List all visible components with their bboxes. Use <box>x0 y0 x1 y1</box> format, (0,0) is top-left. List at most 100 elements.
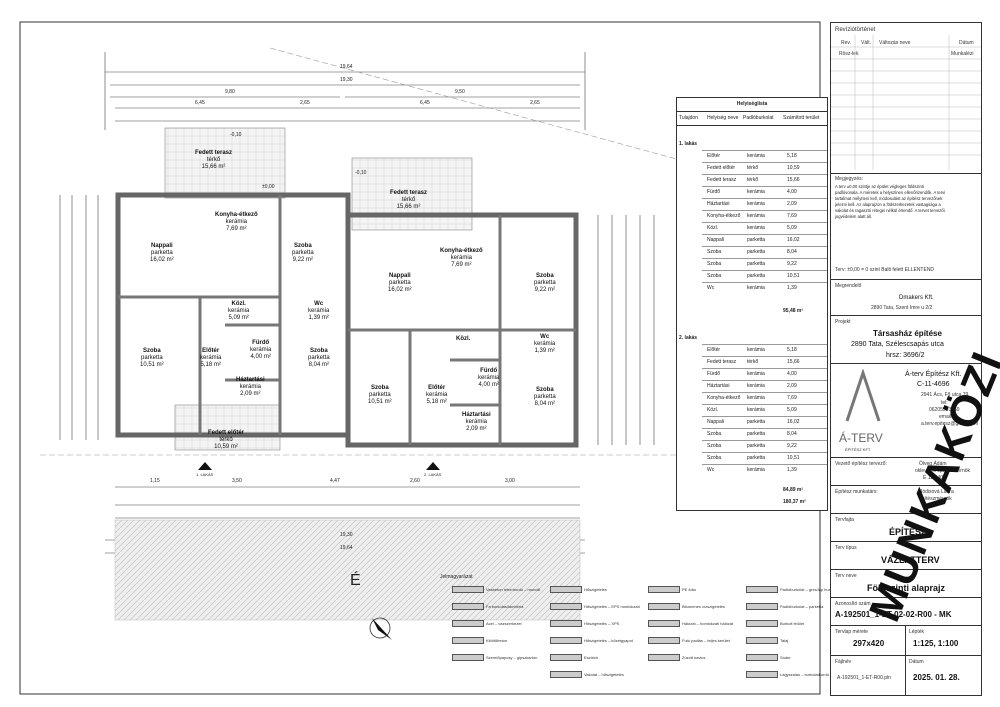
revision-grid <box>831 35 981 170</box>
table-cell: Szoba <box>707 443 722 449</box>
table-cell: Szoba <box>707 455 722 461</box>
notes-text: A terv ±0,00 szintje az épület végleges … <box>835 184 946 219</box>
dim-unit2: 9,50 <box>455 89 465 95</box>
notes-title: Megjegyzés: <box>835 176 864 182</box>
firm-tel: 06205593269 <box>929 407 960 413</box>
table-cell: Nappali <box>707 237 724 243</box>
legend-item: Hőszigetelés – XPS <box>584 621 620 626</box>
legend-swatch <box>452 637 484 644</box>
table-cell: Szoba <box>707 431 722 437</box>
table-cell: kerámia <box>747 383 765 389</box>
table-cell: 5,18 <box>787 347 797 353</box>
firm-email-label: email: <box>939 414 953 420</box>
table-cell: kerámia <box>747 213 765 219</box>
table-cell: kerámia <box>747 225 765 231</box>
legend-item: Padlóburkolat – parketta <box>780 604 824 609</box>
group-total: 84,89 m² <box>783 487 804 493</box>
legend-swatch <box>648 586 680 593</box>
table-cell: parketta <box>747 273 766 279</box>
firm-address: 2941 Ács, Fő utca 79. <box>921 392 970 398</box>
legend-item: Sóder <box>780 655 791 660</box>
table-cell: 15,66 <box>787 177 800 183</box>
rev-header: Dátum <box>959 40 974 46</box>
table-cell: kerámia <box>747 407 765 413</box>
discipline: ÉPÍTÉSZ <box>889 527 927 537</box>
table-title: Helyiséglista <box>736 101 768 107</box>
unit-label-1: 1. LAKÁS <box>196 472 214 477</box>
legend-swatch <box>648 603 680 610</box>
dim-d: 2,65 <box>530 100 540 106</box>
table-cell: Fedett terasz <box>707 177 737 183</box>
legend-item: Vasbeton teherhordó – monolit <box>486 587 541 592</box>
legend-item: Kitöltőbeton <box>486 638 508 643</box>
table-cell: kerámia <box>747 371 765 377</box>
table-cell: Konyha-étkező <box>707 395 741 401</box>
client-label: Megrendelő <box>835 283 862 289</box>
table-cell: parketta <box>747 455 766 461</box>
entry-left <box>174 404 281 451</box>
table-cell: 1,39 <box>787 467 797 473</box>
table-cell: 10,51 <box>787 273 800 279</box>
lead-name: Ölveg Ádám <box>919 461 947 467</box>
legend-swatch <box>746 620 778 627</box>
table-cell: Szoba <box>707 261 722 267</box>
legend-item: Futó padlás – teljes kerület <box>682 638 730 643</box>
firm-email: a.terv.epitesz@gmail.com <box>921 421 979 427</box>
table-cell: Fürdő <box>707 189 721 195</box>
table-cell: 2,09 <box>787 201 797 207</box>
legend-swatch <box>648 637 680 644</box>
level-note: Terv: ±0,00 = 0 szint Balti felett ELLEN… <box>835 267 935 273</box>
grand-total: 180,37 m² <box>783 499 806 505</box>
legend-swatch <box>746 654 778 661</box>
legend-item: Szerelőpaposy – gipszkarton <box>486 655 538 660</box>
assistant-role: építészmérnök <box>919 496 952 502</box>
group-label: 1. lakás <box>679 141 698 147</box>
table-cell: 4,00 <box>787 371 797 377</box>
table-cell: Háztartási <box>707 201 730 207</box>
dim-bottom-total: 19,30 <box>340 532 353 538</box>
id-label: Azonosító szám <box>835 601 871 607</box>
legend-item: Hálózat – homlokzati hálózat <box>682 621 734 626</box>
project-address: 2890 Tata, Szélescsapás utca <box>851 341 944 348</box>
group-label: 2. lakás <box>679 335 698 341</box>
dim-bottom-b: 3,50 <box>232 478 242 484</box>
file-label: Fájlnév <box>835 659 852 665</box>
assistant-name: Bódisová Laura <box>919 489 954 495</box>
legend-swatch <box>746 637 778 644</box>
north-label: É <box>350 572 361 589</box>
dim-unit1: 9,80 <box>225 89 235 95</box>
dim-bottom-a: 1,15 <box>150 478 160 484</box>
table-cell: 16,02 <box>787 419 800 425</box>
table-cell: parketta <box>747 237 766 243</box>
table-cell: 4,00 <box>787 189 797 195</box>
file-name: A-192501_1-ET-R00.pln <box>837 675 891 681</box>
project-label: Projekt <box>835 319 851 325</box>
legend-item: Padlóburkolat – gres/lap burkolat <box>780 587 839 592</box>
title-block: Revíziótörténet Rev. Vált. Változás neve… <box>830 22 982 696</box>
table-cell: Wc <box>707 285 715 291</box>
legend-swatch <box>550 586 582 593</box>
rev-header: Rev. <box>841 40 851 46</box>
revision-title: Revíziótörténet <box>835 27 876 33</box>
date: 2025. 01. 28. <box>913 673 960 682</box>
